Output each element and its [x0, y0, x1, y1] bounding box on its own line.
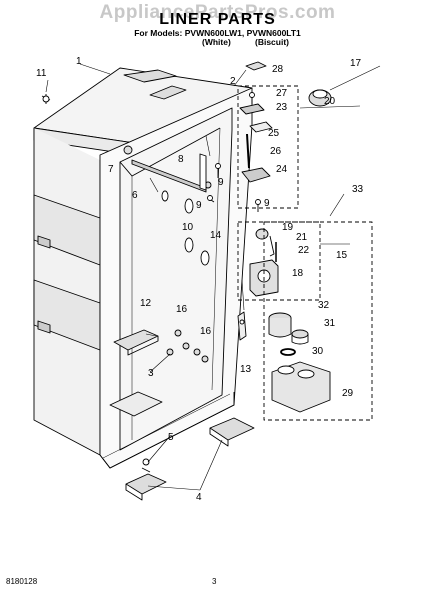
callout-28: 28 — [272, 64, 284, 75]
liner-assembly — [33, 67, 253, 469]
callout-labels: 1 2 3 4 5 6 7 8 9 9 9 10 11 12 13 14 15 … — [36, 56, 364, 503]
callout-29: 29 — [342, 388, 354, 399]
callout-19: 19 — [282, 222, 294, 233]
callout-9c: 9 — [264, 198, 270, 209]
callout-32: 32 — [318, 300, 330, 311]
callout-23: 23 — [276, 102, 288, 113]
page-number: 3 — [212, 577, 217, 586]
callout-26: 26 — [270, 146, 282, 157]
callout-9b: 9 — [196, 200, 202, 211]
callout-2: 2 — [230, 76, 236, 87]
callout-33: 33 — [352, 184, 364, 195]
models-line: For Models: PVWN600LW1, PVWN600LT1 — [134, 28, 301, 38]
callout-1: 1 — [76, 56, 82, 67]
callout-3: 3 — [148, 368, 154, 379]
callout-8: 8 — [178, 154, 184, 165]
variant-white: (White) — [202, 37, 231, 47]
callout-17: 17 — [350, 58, 362, 69]
callout-13: 13 — [240, 364, 252, 375]
callout-18: 18 — [292, 268, 304, 279]
callout-25: 25 — [268, 128, 280, 139]
callout-30: 30 — [312, 346, 324, 357]
callout-15: 15 — [336, 250, 348, 261]
callout-12: 12 — [140, 298, 152, 309]
callout-27: 27 — [276, 88, 288, 99]
callout-9a: 9 — [218, 177, 224, 188]
callout-16a: 16 — [176, 304, 188, 315]
callout-21: 21 — [296, 232, 308, 243]
watermark-text: AppliancePartsPros.com — [99, 2, 336, 23]
callout-11: 11 — [36, 68, 47, 79]
callout-22: 22 — [298, 245, 310, 256]
callout-14: 14 — [210, 230, 222, 241]
callout-7: 7 — [108, 164, 114, 175]
callout-5: 5 — [168, 432, 174, 443]
callout-6: 6 — [132, 190, 138, 201]
variant-biscuit: (Biscuit) — [255, 37, 289, 47]
document-number: 8180128 — [6, 577, 38, 586]
callout-10: 10 — [182, 222, 194, 233]
page-title: LINER PARTS — [159, 11, 276, 28]
callout-16b: 16 — [200, 326, 212, 337]
callout-24: 24 — [276, 164, 288, 175]
callout-20: 20 — [324, 96, 336, 107]
callout-4: 4 — [196, 492, 202, 503]
callout-31: 31 — [324, 318, 336, 329]
